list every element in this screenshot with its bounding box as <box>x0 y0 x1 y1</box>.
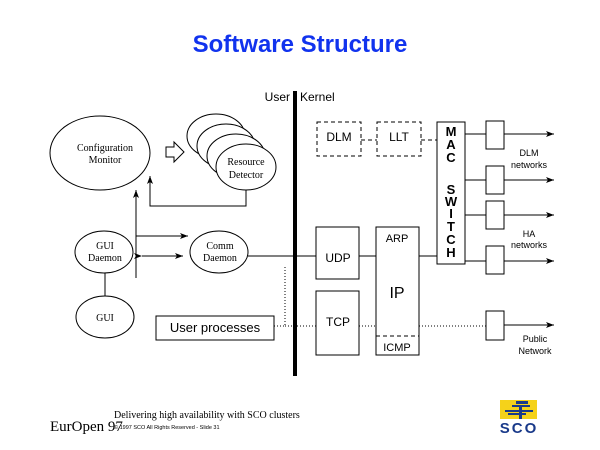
svg-text:W: W <box>445 194 458 209</box>
page-title: Software Structure <box>193 31 408 58</box>
svg-text:C: C <box>446 150 456 165</box>
svg-text:GUI: GUI <box>96 241 114 252</box>
ip-box: ARP IP ICMP <box>375 226 420 356</box>
svg-text:T: T <box>447 219 455 234</box>
svg-text:S: S <box>447 182 456 197</box>
ip-label: IP <box>389 285 404 302</box>
user-processes-dotted-link <box>274 266 286 327</box>
svg-text:Comm: Comm <box>206 241 233 252</box>
svg-text:Configuration: Configuration <box>77 143 133 154</box>
nic-dlm-1 <box>465 120 554 150</box>
public-network-label-2: Network <box>518 346 552 356</box>
svg-text:M: M <box>446 124 457 139</box>
footer-subtitle: Delivering high availability with SCO cl… <box>114 410 300 421</box>
nic-public <box>485 310 554 341</box>
sco-logo: SCO <box>500 400 539 437</box>
resource-detector-label-1: Resource <box>227 157 265 168</box>
llt-box: LLT <box>376 121 422 157</box>
svg-text:I: I <box>449 206 453 221</box>
dlm-networks-label-1: DLM <box>519 148 538 158</box>
icmp-label: ICMP <box>383 342 411 354</box>
nic-ha-1 <box>465 200 554 230</box>
svg-text:H: H <box>446 245 455 260</box>
svg-text:Daemon: Daemon <box>203 253 237 264</box>
svg-text:TCP: TCP <box>326 315 350 329</box>
udp-box: UDP <box>315 226 360 280</box>
user-label: User <box>265 90 290 104</box>
arp-label: ARP <box>386 233 409 245</box>
sco-logo-text: SCO <box>500 420 539 437</box>
resource-detector-label-2: Detector <box>229 170 264 181</box>
ha-networks-label-2: networks <box>511 240 548 250</box>
tree-icon <box>505 401 533 419</box>
nic-dlm-2 <box>465 165 554 195</box>
detector-to-monitor-arrow <box>147 176 247 207</box>
footer-event: EurOpen 97 <box>50 419 123 435</box>
svg-text:A: A <box>446 137 456 152</box>
nic-ha-2 <box>465 245 554 275</box>
svg-text:UDP: UDP <box>325 251 350 265</box>
resource-detector-stack: Resource Detector <box>186 113 277 191</box>
svg-text:Daemon: Daemon <box>88 253 122 264</box>
ha-networks-label-1: HA <box>523 229 536 239</box>
dlm-networks-label-2: networks <box>511 160 548 170</box>
monitor-to-comm-arrow <box>135 233 188 278</box>
svg-text:DLM: DLM <box>326 130 351 144</box>
svg-text:C: C <box>446 232 456 247</box>
mac-switch-box: M A C S W I T C H <box>436 121 466 265</box>
comm-daemon-node: Comm Daemon <box>189 230 249 274</box>
hollow-arrow-icon <box>165 140 185 164</box>
svg-text:LLT: LLT <box>389 130 409 144</box>
footer-copyright: © 1997 SCO All Rights Reserved - Slide 3… <box>114 424 220 431</box>
gui-node: GUI <box>75 295 135 339</box>
configuration-monitor-node: Configuration Monitor <box>49 115 151 191</box>
gui-daemon-node: GUI Daemon <box>74 230 134 274</box>
svg-text:Monitor: Monitor <box>89 155 122 166</box>
dlm-box: DLM <box>316 121 362 157</box>
tcp-box: TCP <box>315 290 360 356</box>
svg-text:User processes: User processes <box>170 320 261 335</box>
public-network-label-1: Public <box>523 334 548 344</box>
user-processes-box: User processes <box>155 315 275 341</box>
svg-text:GUI: GUI <box>96 313 114 324</box>
kernel-label: Kernel <box>300 90 335 104</box>
